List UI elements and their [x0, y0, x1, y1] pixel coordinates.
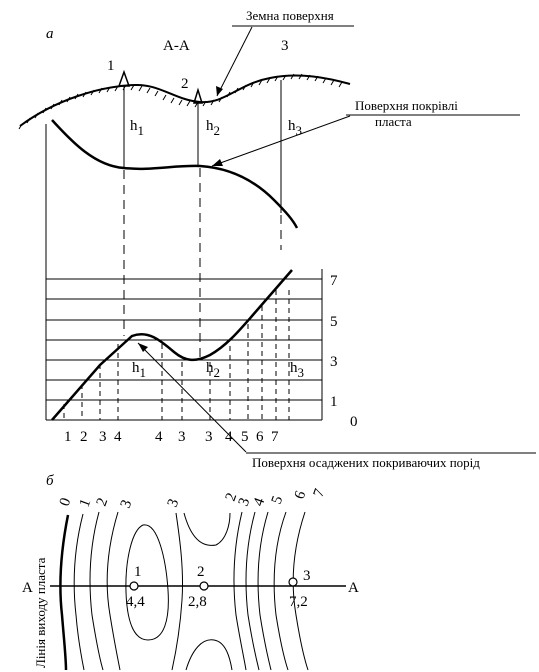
scale-label-7: 7: [330, 273, 338, 289]
scale-label-5: 5: [330, 314, 338, 330]
map-well-1-marker: [129, 581, 139, 591]
contour-label: 5: [269, 494, 287, 507]
contour-2: [89, 511, 104, 671]
contour-4: [245, 511, 260, 671]
axis-label: 2: [80, 429, 88, 445]
contour-0-outcrop: [59, 514, 70, 671]
axis-label: 3: [205, 429, 213, 445]
map-well-3-number: 3: [303, 568, 311, 584]
axis-label: 4: [155, 429, 163, 445]
contour-2-upper: [183, 512, 231, 546]
contour-label: 1: [77, 497, 95, 510]
outcrop-line-label: Лінія виходу пласта: [33, 557, 48, 668]
axis-label: 4: [225, 429, 233, 445]
axis-label: 3: [178, 429, 186, 445]
level-grid: [46, 269, 323, 421]
axis-label: 3: [99, 429, 107, 445]
bottom-axis-labels: 1 2 3 4 4 3 3 4 5 6 7: [64, 429, 279, 445]
contour-3-left: [106, 511, 121, 671]
contour-3-middle: [171, 512, 184, 671]
contour-label: 0: [57, 496, 75, 509]
axis-label: 4: [114, 429, 122, 445]
contour-3-right: [233, 511, 247, 671]
map-well-1-number: 1: [134, 564, 142, 580]
grid-h3-label: h3: [290, 360, 304, 380]
roof-label-leader: [211, 115, 351, 167]
roof-leader-arrowhead: [212, 159, 223, 166]
map-well-3: 3 7,2: [288, 568, 311, 610]
ground-surface: [19, 74, 351, 127]
map-well-1: 1 4,4: [126, 564, 145, 610]
contour-1: [73, 513, 85, 671]
contour-2-lower: [185, 639, 233, 671]
cover-leader-arrowhead: [138, 343, 148, 352]
well-1: 1: [107, 58, 131, 87]
grid-h1-label: h1: [132, 360, 146, 380]
axis-label: 5: [241, 429, 249, 445]
contour-label: 4: [251, 495, 269, 508]
ground-leader-arrowhead: [216, 86, 223, 96]
projection-lines: [123, 168, 282, 360]
contour-7: [292, 511, 309, 671]
map-well-2-number: 2: [197, 564, 205, 580]
depth-h1-label: h1: [130, 118, 144, 138]
ground-surface-label: Земна поверхня: [246, 8, 334, 23]
section-label-right: А: [348, 580, 359, 596]
roof-label-line-2: пласта: [375, 114, 412, 129]
part-a-letter: а: [46, 26, 54, 42]
contour-5: [257, 511, 272, 671]
section-label-left: А: [22, 580, 33, 596]
part-b-letter: б: [46, 473, 54, 489]
map-well-3-value: 7,2: [289, 594, 308, 610]
axis-label: 6: [256, 429, 264, 445]
axis-label: 7: [271, 429, 279, 445]
roof-surface: [51, 119, 299, 229]
grid-h2-label: h2: [206, 360, 220, 380]
cover-rock-surface: [51, 269, 293, 421]
contour-labels: 0 1 2 3 3 2 3 4 5 6 7: [57, 486, 329, 510]
well-1-number: 1: [107, 58, 115, 74]
contour-6: [273, 511, 289, 671]
contour-label: 6: [292, 488, 310, 501]
scale-label-0: 0: [350, 414, 358, 430]
map-well-2-value: 2,8: [188, 594, 207, 610]
contour-label: 3: [165, 497, 183, 510]
section-title: А-А: [163, 38, 190, 54]
ground-label-leader: [216, 26, 253, 97]
depth-h2-label: h2: [206, 118, 220, 138]
cover-rock-label: Поверхня осаджених покриваючих порід: [252, 455, 480, 470]
contour-label: 7: [311, 486, 329, 499]
well-3-number: 3: [281, 38, 289, 54]
contour-lines: [59, 511, 309, 671]
map-well-1-value: 4,4: [126, 594, 145, 610]
axis-label: 1: [64, 429, 72, 445]
contour-label: 2: [94, 496, 112, 509]
cover-label-leader: [137, 342, 247, 453]
well-2-number: 2: [181, 76, 189, 92]
well-1-marker: [117, 69, 131, 87]
scale-label-1: 1: [330, 394, 338, 410]
map-well-2: 2 2,8: [188, 564, 209, 610]
map-well-3-marker: [288, 577, 298, 587]
contour-label: 3: [118, 498, 136, 511]
roof-label-line-1: Поверхня покрівлі: [355, 98, 458, 113]
scale-label-3: 3: [330, 354, 338, 370]
depth-h3-label: h3: [288, 118, 302, 138]
contour-4-closed: [125, 524, 169, 641]
map-well-2-marker: [199, 581, 209, 591]
